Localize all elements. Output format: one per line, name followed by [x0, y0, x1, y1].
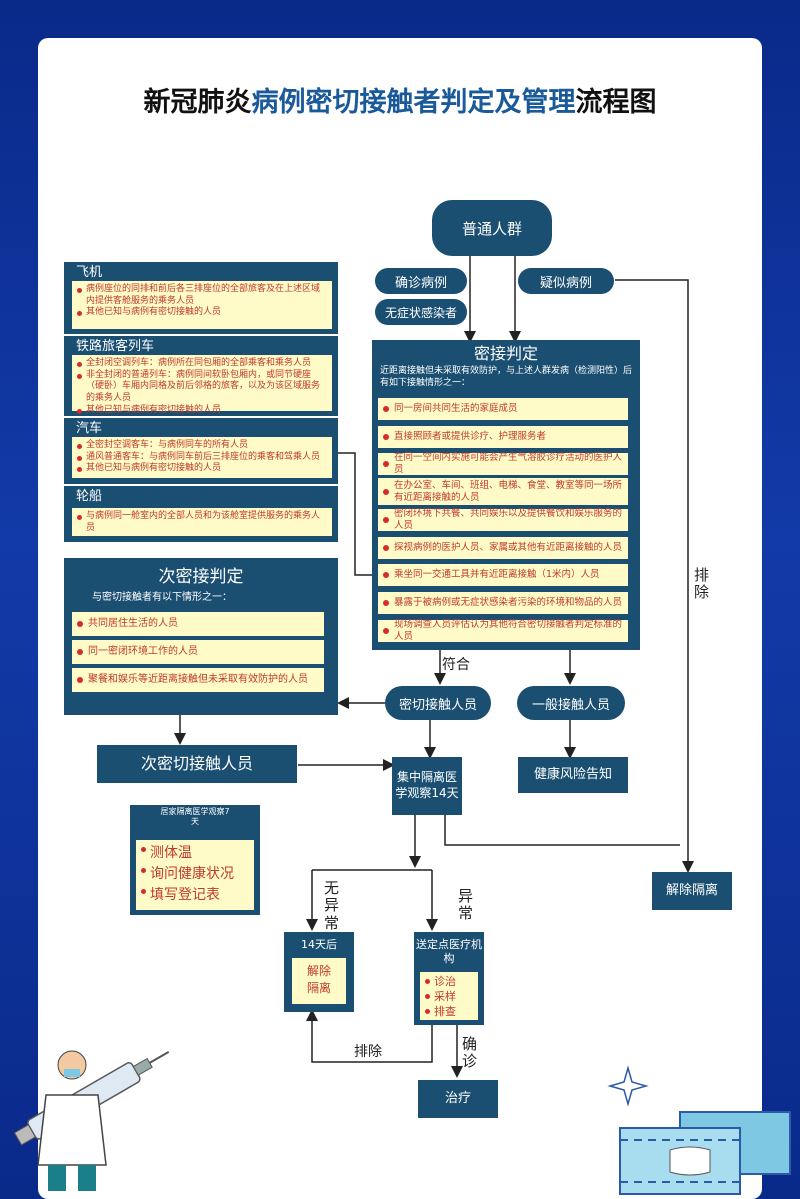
judgment-item: 密闭环境下共餐、共同娱乐以及提供餐饮和娱乐服务的人员 [378, 508, 628, 531]
after-14-days-title: 14天后 [301, 938, 337, 951]
hospital-item: 采样 [424, 990, 474, 1005]
secondary-item: 聚餐和娱乐等近距离接触但未采取有效防护的人员 [72, 668, 324, 692]
central-quarantine-node: 集中隔离医学观察14天 [392, 757, 462, 815]
judgment-item: 同一房间共同生活的家庭成员 [378, 398, 628, 420]
confirmed-label: 确诊 [462, 1035, 478, 1071]
close-contact-node: 密切接触人员 [385, 686, 491, 720]
release-quarantine-node: 解除隔离 [652, 872, 732, 910]
train-item: 全封闭空调列车：病例所在同包厢的全部乘客和乘务人员 [76, 358, 328, 370]
secondary-item: 共同居住生活的人员 [72, 612, 324, 636]
judgment-item: 乘坐同一交通工具并有近距离接触（1米内）人员 [378, 564, 628, 586]
ship-title: 轮船 [76, 489, 103, 504]
hospital-item: 排查 [424, 1005, 474, 1020]
decorative-boxes-illustration [607, 1065, 791, 1195]
page-title: 新冠肺炎病例密切接触者判定及管理流程图 [0, 80, 800, 119]
title-part-3: 流程图 [575, 87, 657, 118]
confirmed-case-node: 确诊病例 [375, 268, 467, 294]
judgment-item: 直接照顾者或提供诊疗、护理服务者 [378, 426, 628, 448]
judgment-item: 现场调查人员评估认为其他符合密切接触者判定标准的人员 [378, 619, 628, 642]
plane-title: 飞机 [76, 265, 103, 280]
home-observation-title: 居家隔离医学观察7天 [160, 807, 230, 826]
plane-items: 病例座位的同排和前后各三排座位的全部旅客及在上述区域内提供客舱服务的乘务人员 其… [72, 281, 332, 329]
plane-item: 病例座位的同排和前后各三排座位的全部旅客及在上述区域内提供客舱服务的乘务人员 [76, 284, 328, 307]
hospital-item: 诊治 [424, 975, 474, 990]
train-items: 全封闭空调列车：病例所在同包厢的全部乘客和乘务人员 非全封闭的普通列车：病例同间… [72, 355, 332, 415]
home-observation-item: 询问健康状况 [140, 864, 250, 885]
health-notice-node: 健康风险告知 [518, 757, 628, 793]
general-contact-node: 一般接触人员 [517, 686, 625, 720]
general-population-node: 普通人群 [432, 200, 552, 256]
car-item: 全密封空调客车：与病例同车的所有人员 [76, 440, 328, 452]
car-items: 全密封空调客车：与病例同车的所有人员 通风普通客车：与病例同车前后三排座位的乘客… [72, 437, 332, 478]
abnormal-label: 异常 [458, 887, 474, 923]
hospital-items: 诊治 采样 排查 [420, 972, 478, 1020]
secondary-contact-node: 次密切接触人员 [97, 745, 297, 783]
car-title: 汽车 [76, 421, 103, 436]
title-part-2: 病例密切接触者判定及管理 [251, 87, 576, 118]
title-part-1: 新冠肺炎 [143, 87, 252, 118]
judgment-item: 探视病例的医护人员、家属或其他有近距离接触的人员 [378, 537, 628, 559]
secondary-judgment-intro: 与密切接触者有以下情形之一： [92, 592, 232, 603]
judgment-item: 在办公室、车间、班组、电梯、食堂、教室等同一场所有近距离接触的人员 [378, 478, 628, 505]
home-observation-items: 测体温 询问健康状况 填写登记表 [136, 840, 254, 910]
match-label: 符合 [442, 657, 470, 673]
ship-items: 与病例同一舱室内的全部人员和为该舱室提供服务的乘务人员 [72, 508, 332, 536]
judgment-item: 暴露于被病例或无症状感染者污染的环境和物品的人员 [378, 592, 628, 614]
ship-item: 与病例同一舱室内的全部人员和为该舱室提供服务的乘务人员 [76, 511, 328, 534]
plane-item: 其他已知与病例有密切接触的人员 [76, 307, 328, 319]
car-item: 通风普通客车：与病例同车前后三排座位的乘客和驾乘人员 [76, 452, 328, 464]
exclude-label-right: 排除 [694, 566, 710, 602]
train-item: 其他已知与病例有密切接触的人员 [76, 405, 328, 417]
secondary-item: 同一密闭环境工作的人员 [72, 640, 324, 664]
car-item: 其他已知与病例有密切接触的人员 [76, 463, 328, 475]
sparkle-icon [607, 1065, 649, 1107]
close-contact-judgment-title: 密接判定 [473, 344, 538, 363]
train-item: 非全封闭的普通列车：病例同间软卧包厢内，或同节硬座（硬卧）车厢内同格及前后邻格的… [76, 370, 328, 405]
exclude-label-bottom: 排除 [354, 1044, 382, 1060]
asymptomatic-node: 无症状感染者 [375, 299, 467, 325]
suspected-case-node: 疑似病例 [518, 268, 614, 294]
secondary-judgment-title: 次密接判定 [158, 567, 244, 587]
hospital-title: 送定点医疗机构 [416, 938, 482, 966]
doctor-syringe-illustration [13, 1050, 170, 1191]
close-contact-judgment-intro: 近距离接触但未采取有效防护，与上述人群发病（检测阳性）后有如下接触情形之一： [380, 366, 633, 388]
train-title: 铁路旅客列车 [76, 339, 155, 354]
judgment-item: 在同一空间内实施可能会产生气溶胶诊疗活动的医护人员 [378, 452, 628, 475]
home-observation-item: 填写登记表 [140, 885, 250, 906]
home-observation-item: 测体温 [140, 843, 250, 864]
treatment-node: 治疗 [418, 1080, 498, 1118]
normal-label: 无异常 [324, 879, 340, 932]
after-14-days-content: 解除隔离 [292, 958, 346, 1004]
